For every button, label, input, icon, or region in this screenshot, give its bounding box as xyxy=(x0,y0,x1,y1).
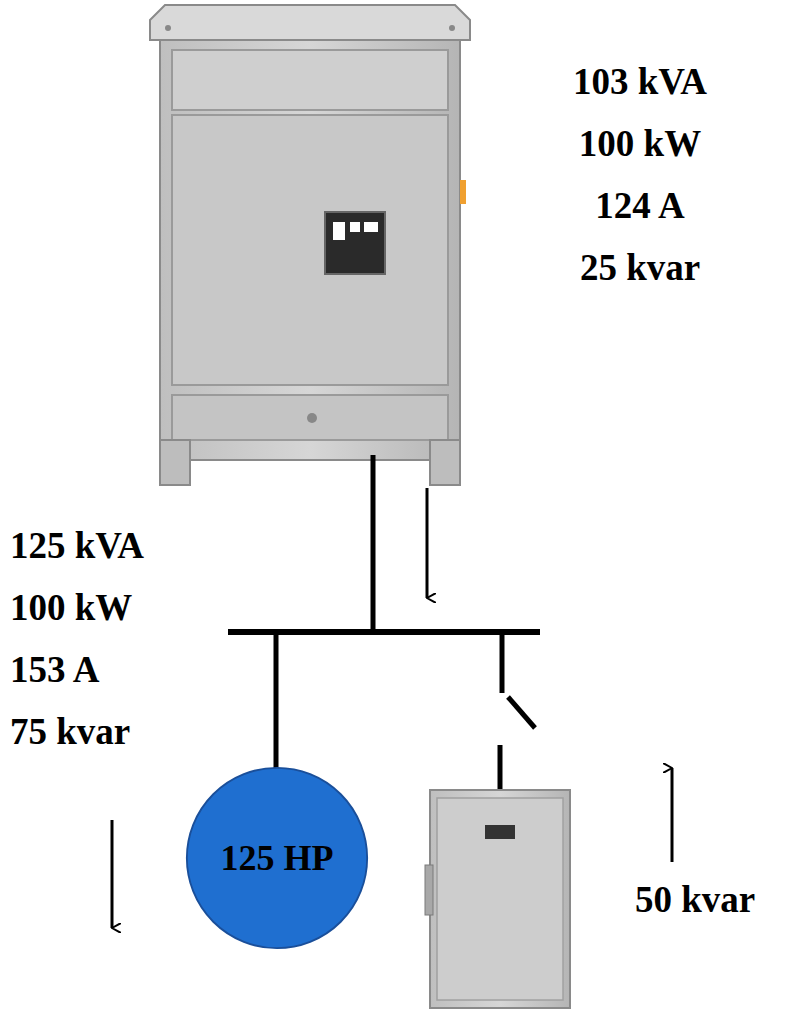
value-label: 103 kVA xyxy=(573,62,707,103)
motor-rating: 125 HP xyxy=(221,837,334,879)
motor-circle: 125 HP xyxy=(185,766,369,950)
value-label: 153 A xyxy=(10,650,99,691)
one-line-wiring xyxy=(228,455,540,790)
transformer-illustration xyxy=(150,5,470,485)
value-label: 75 kvar xyxy=(10,712,130,753)
value-label: 50 kvar xyxy=(635,880,755,921)
value-label: 100 kW xyxy=(579,124,701,165)
value-label: 25 kvar xyxy=(580,248,700,289)
value-label: 100 kW xyxy=(10,588,132,629)
capacitor-illustration xyxy=(425,790,570,1008)
value-label: 124 A xyxy=(595,186,684,227)
value-label: 125 kVA xyxy=(10,526,144,567)
